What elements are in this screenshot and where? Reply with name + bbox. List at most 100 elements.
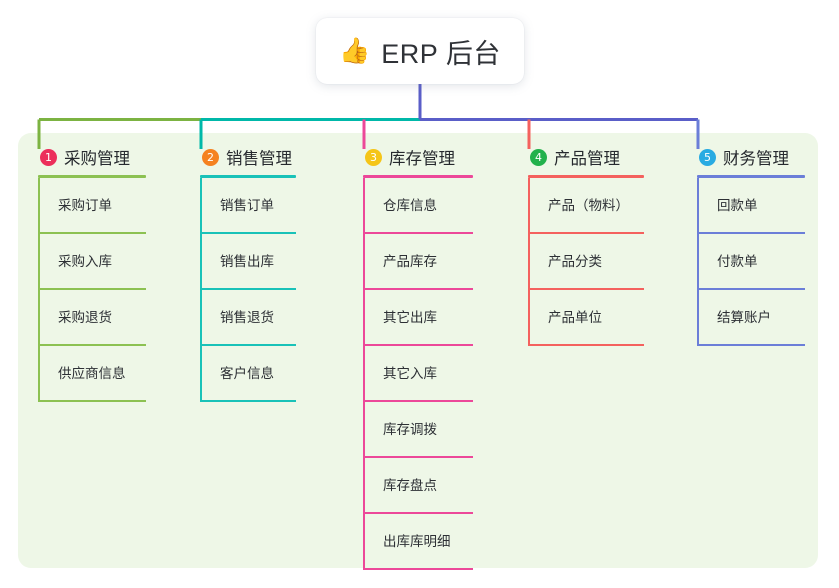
menu-item-rule <box>200 400 296 402</box>
column-spine <box>200 178 202 402</box>
column-spine <box>38 178 40 402</box>
menu-item-rule <box>38 344 146 346</box>
menu-item[interactable]: 采购订单 <box>38 178 146 234</box>
column-header-rule <box>528 175 644 178</box>
menu-item-label: 客户信息 <box>220 366 274 381</box>
column-number-badge: 2 <box>202 148 219 166</box>
menu-item[interactable]: 库存调拨 <box>363 402 473 458</box>
column-header-rule <box>38 175 146 178</box>
column-spine <box>697 178 699 346</box>
menu-item-label: 出库库明细 <box>383 534 451 549</box>
menu-item-label: 采购订单 <box>58 198 112 213</box>
column-items: 销售订单销售出库销售退货客户信息 <box>200 178 296 402</box>
menu-item-rule <box>363 344 473 346</box>
column-title: 财务管理 <box>723 150 789 168</box>
menu-item[interactable]: 销售订单 <box>200 178 296 234</box>
menu-item[interactable]: 仓库信息 <box>363 178 473 234</box>
column-3: 3 库存管理仓库信息产品库存其它出库其它入库库存调拨库存盘点出库库明细 <box>363 143 473 570</box>
menu-item[interactable]: 产品库存 <box>363 234 473 290</box>
menu-item[interactable]: 其它入库 <box>363 346 473 402</box>
menu-item-rule <box>697 288 805 290</box>
thumbs-up-icon: 👍 <box>339 36 371 65</box>
column-spine <box>363 178 365 570</box>
menu-item-rule <box>697 344 805 346</box>
menu-item-rule <box>363 512 473 514</box>
column-title: 采购管理 <box>64 150 130 168</box>
menu-item-label: 销售出库 <box>220 254 274 269</box>
column-header-5[interactable]: 5 财务管理 <box>697 143 805 171</box>
menu-item-rule <box>528 288 644 290</box>
menu-item-label: 销售退货 <box>220 310 274 325</box>
column-items: 采购订单采购入库采购退货供应商信息 <box>38 178 146 402</box>
menu-item[interactable]: 产品单位 <box>528 290 644 346</box>
menu-item-label: 产品（物料） <box>548 198 629 213</box>
column-header-rule <box>363 175 473 178</box>
column-header-2[interactable]: 2 销售管理 <box>200 143 296 171</box>
menu-item-rule <box>697 232 805 234</box>
column-header-1[interactable]: 1 采购管理 <box>38 143 146 171</box>
column-5: 5 财务管理回款单付款单结算账户 <box>697 143 805 346</box>
menu-item[interactable]: 库存盘点 <box>363 458 473 514</box>
menu-item[interactable]: 其它出库 <box>363 290 473 346</box>
menu-item-label: 销售订单 <box>220 198 274 213</box>
column-spine <box>528 178 530 346</box>
column-header-4[interactable]: 4 产品管理 <box>528 143 644 171</box>
menu-item[interactable]: 产品（物料） <box>528 178 644 234</box>
menu-item-label: 其它出库 <box>383 310 437 325</box>
menu-item[interactable]: 结算账户 <box>697 290 805 346</box>
menu-item-rule <box>200 288 296 290</box>
menu-item-label: 产品单位 <box>548 310 602 325</box>
column-header-rule <box>200 175 296 178</box>
column-title: 库存管理 <box>389 150 455 168</box>
menu-item-rule <box>363 288 473 290</box>
root-node-content: 👍 ERP 后台 <box>339 32 501 71</box>
column-4: 4 产品管理产品（物料） 产品分类产品单位 <box>528 143 644 346</box>
menu-item[interactable]: 付款单 <box>697 234 805 290</box>
menu-item-rule <box>528 232 644 234</box>
menu-item-label: 采购退货 <box>58 310 112 325</box>
root-title: ERP 后台 <box>381 38 501 69</box>
menu-item-label: 产品库存 <box>383 254 437 269</box>
menu-item[interactable]: 回款单 <box>697 178 805 234</box>
menu-item-label: 结算账户 <box>717 310 771 325</box>
menu-item-rule <box>363 232 473 234</box>
column-header-rule <box>697 175 805 178</box>
menu-item-rule <box>38 232 146 234</box>
menu-item[interactable]: 销售出库 <box>200 234 296 290</box>
menu-item-label: 付款单 <box>717 254 758 269</box>
menu-item-label: 产品分类 <box>548 254 602 269</box>
menu-item-rule <box>38 288 146 290</box>
column-title: 销售管理 <box>226 150 292 168</box>
column-number-badge: 4 <box>530 148 547 166</box>
column-header-3[interactable]: 3 库存管理 <box>363 143 473 171</box>
root-node[interactable]: 👍 ERP 后台 <box>316 18 524 84</box>
column-items: 回款单付款单结算账户 <box>697 178 805 346</box>
menu-item[interactable]: 出库库明细 <box>363 514 473 570</box>
menu-item-rule <box>363 400 473 402</box>
column-number-badge: 5 <box>699 148 716 166</box>
branches-panel <box>18 133 818 568</box>
column-number-badge: 3 <box>365 148 382 166</box>
menu-item-label: 仓库信息 <box>383 198 437 213</box>
column-1: 1 采购管理采购订单采购入库采购退货供应商信息 <box>38 143 146 402</box>
menu-item-rule <box>363 568 473 570</box>
menu-item-rule <box>363 456 473 458</box>
menu-item-label: 回款单 <box>717 198 758 213</box>
column-2: 2 销售管理销售订单销售出库销售退货客户信息 <box>200 143 296 402</box>
menu-item-label: 采购入库 <box>58 254 112 269</box>
menu-item-rule <box>200 232 296 234</box>
column-title: 产品管理 <box>554 150 620 168</box>
menu-item-rule <box>38 400 146 402</box>
menu-item[interactable]: 采购入库 <box>38 234 146 290</box>
menu-item-rule <box>200 344 296 346</box>
menu-item-rule <box>528 344 644 346</box>
menu-item[interactable]: 产品分类 <box>528 234 644 290</box>
menu-item-label: 库存调拨 <box>383 422 437 437</box>
menu-item[interactable]: 供应商信息 <box>38 346 146 402</box>
menu-item-label: 供应商信息 <box>58 366 126 381</box>
menu-item[interactable]: 销售退货 <box>200 290 296 346</box>
menu-item[interactable]: 客户信息 <box>200 346 296 402</box>
menu-item[interactable]: 采购退货 <box>38 290 146 346</box>
column-number-badge: 1 <box>40 148 57 166</box>
